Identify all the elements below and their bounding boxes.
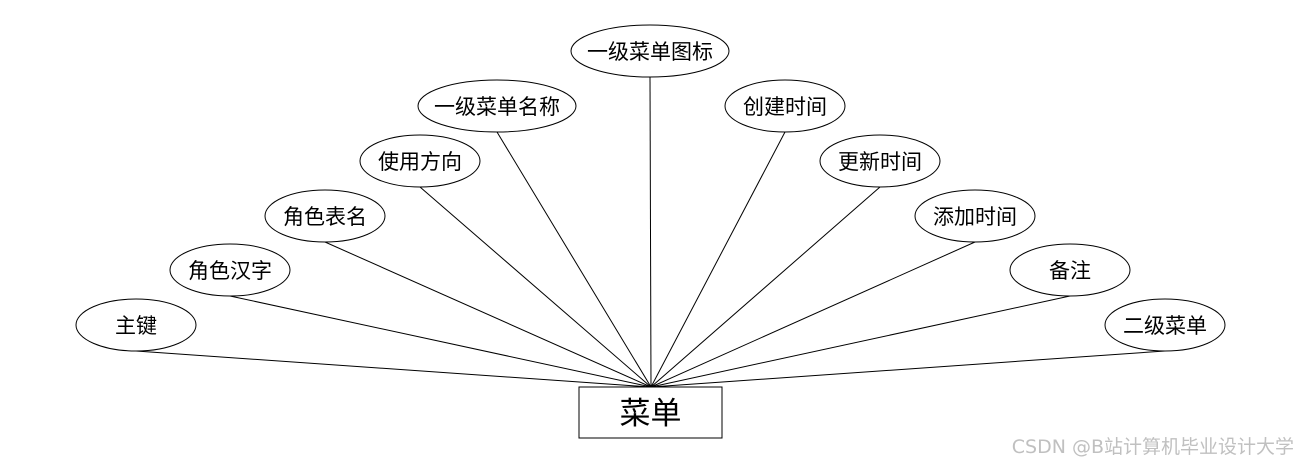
- attribute-label-primary-key: 主键: [115, 314, 157, 338]
- attribute-role-chinese-name: 角色汉字: [169, 243, 291, 297]
- attribute-label-remark: 备注: [1049, 259, 1091, 283]
- attribute-ellipse-usage-direction: [359, 134, 481, 188]
- connector-role-table-name: [324, 241, 652, 388]
- attribute-label-menu-level2: 二级菜单: [1123, 314, 1207, 338]
- attribute-label-added-time: 添加时间: [933, 205, 1017, 229]
- entity-box: [578, 386, 723, 439]
- attribute-ellipse-menu-level2: [1104, 298, 1226, 352]
- attribute-ellipse-remark: [1009, 243, 1131, 297]
- attribute-label-created-time: 创建时间: [743, 95, 827, 119]
- attribute-menu-level2: 二级菜单: [1104, 298, 1226, 352]
- attribute-ellipse-role-table-name: [264, 189, 386, 243]
- connector-added-time: [650, 241, 976, 388]
- attribute-ellipse-menu-level1-name: [417, 79, 577, 133]
- attribute-label-menu-level1-icon: 一级菜单图标: [587, 40, 713, 64]
- attribute-created-time: 创建时间: [724, 79, 846, 133]
- connector-menu-level1-name: [496, 131, 652, 388]
- attribute-ellipse-menu-level1-icon: [570, 24, 730, 78]
- connector-usage-direction: [419, 186, 652, 388]
- attribute-updated-time: 更新时间: [819, 134, 941, 188]
- attribute-ellipse-created-time: [724, 79, 846, 133]
- connector-menu-level2: [650, 350, 1166, 388]
- connector-menu-level1-icon: [649, 76, 652, 388]
- attribute-added-time: 添加时间: [914, 189, 1036, 243]
- entity-node: 菜单: [578, 386, 723, 439]
- attribute-label-role-table-name: 角色表名: [283, 205, 367, 229]
- attribute-primary-key: 主键: [75, 298, 197, 352]
- attribute-ellipse-primary-key: [75, 298, 197, 352]
- attribute-menu-level1-name: 一级菜单名称: [417, 79, 577, 133]
- attribute-label-updated-time: 更新时间: [838, 150, 922, 174]
- attribute-remark: 备注: [1009, 243, 1131, 297]
- attribute-label-menu-level1-name: 一级菜单名称: [434, 95, 560, 119]
- connector-remark: [650, 295, 1071, 388]
- attribute-nodes: 主键 角色汉字 角色表名 使用方向 一级菜单名称 一级菜单图标创建时间更新时间添加时间备注…: [75, 24, 1226, 352]
- attribute-ellipse-role-chinese-name: [169, 243, 291, 297]
- attribute-label-role-chinese-name: 角色汉字: [188, 259, 272, 283]
- attribute-role-table-name: 角色表名: [264, 189, 386, 243]
- connector-role-chinese-name: [229, 295, 652, 388]
- connector-primary-key: [135, 350, 652, 388]
- attribute-ellipse-updated-time: [819, 134, 941, 188]
- watermark: CSDN @B站计算机毕业设计大学: [1011, 436, 1294, 458]
- attribute-menu-level1-icon: 一级菜单图标: [570, 24, 730, 78]
- attribute-label-usage-direction: 使用方向: [378, 150, 462, 174]
- attribute-ellipse-added-time: [914, 189, 1036, 243]
- connector-lines: [135, 76, 1166, 388]
- connector-created-time: [650, 131, 786, 388]
- attribute-usage-direction: 使用方向: [359, 134, 481, 188]
- connector-updated-time: [650, 186, 881, 388]
- entity-label: 菜单: [620, 396, 682, 432]
